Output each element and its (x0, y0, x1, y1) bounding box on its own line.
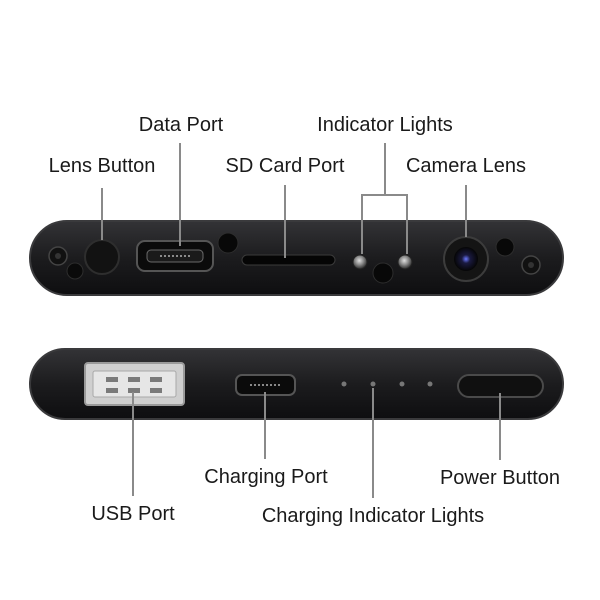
hole-right-of-lens (495, 237, 515, 257)
hole-right-of-data-port (217, 232, 239, 254)
left-screw-icon (48, 246, 68, 266)
device-top-view (29, 220, 564, 296)
lens-button[interactable] (84, 239, 120, 275)
usb-port[interactable] (84, 362, 185, 406)
charging-indicator-dot-1 (341, 381, 347, 387)
sd-card-slot[interactable] (241, 254, 336, 266)
labels: Data Port Indicator Lights Lens Button S… (49, 114, 560, 527)
label-usb-port: USB Port (91, 503, 175, 525)
charging-indicator-dot-2 (370, 381, 376, 387)
hole-between-leds (372, 262, 394, 284)
indicator-light-left (352, 254, 368, 270)
label-charging-port: Charging Port (204, 466, 328, 488)
leader-lines (101, 143, 501, 498)
label-data-port: Data Port (139, 114, 224, 136)
label-indicator-lights: Indicator Lights (317, 114, 453, 136)
label-charging-indicator-lights: Charging Indicator Lights (262, 505, 484, 527)
label-camera-lens: Camera Lens (406, 155, 526, 177)
label-lens-button: Lens Button (49, 155, 156, 177)
leader-indicator-lights-branch (385, 194, 408, 254)
label-power-button: Power Button (440, 467, 560, 489)
charging-indicator-dot-4 (427, 381, 433, 387)
leader-indicator-lights (361, 143, 386, 254)
data-port[interactable] (136, 240, 214, 272)
charging-indicator-dot-3 (399, 381, 405, 387)
screw-hole-top-left (66, 262, 84, 280)
device-bottom-view (29, 348, 564, 420)
right-screw-icon (521, 255, 541, 275)
label-sd-card-port: SD Card Port (226, 155, 345, 177)
indicator-light-right (397, 254, 413, 270)
camera-lens (443, 236, 489, 282)
